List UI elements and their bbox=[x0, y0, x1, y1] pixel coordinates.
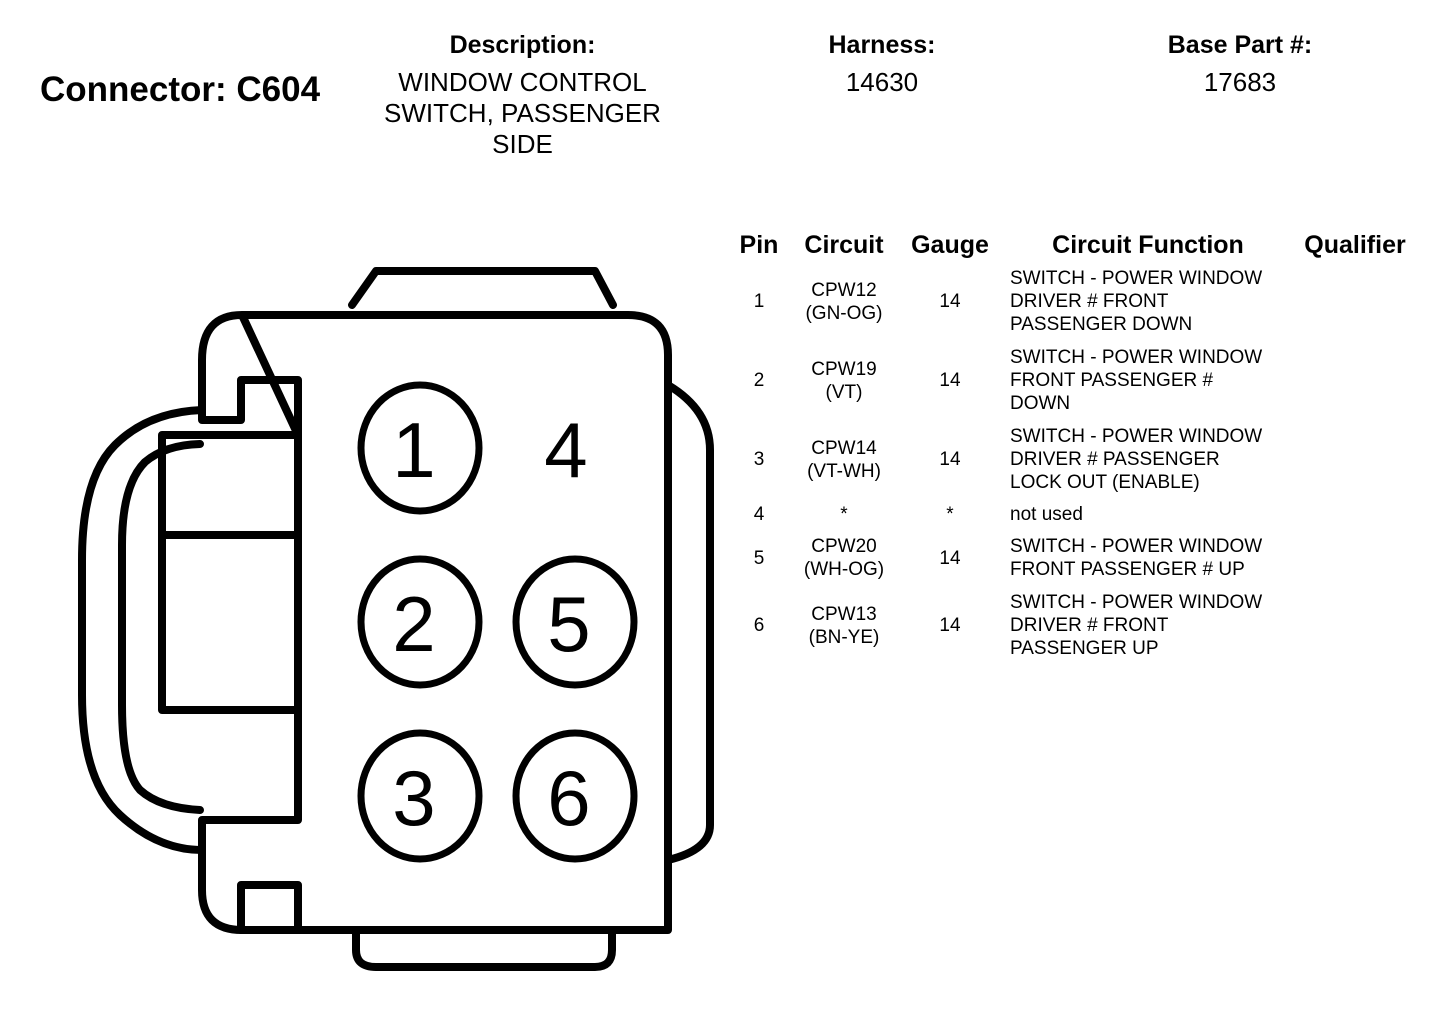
circuit-cell: CPW19(VT) bbox=[790, 341, 898, 420]
pin-number-3: 3 bbox=[392, 754, 435, 842]
function-cell: not used bbox=[1010, 504, 1083, 525]
gauge-cell: 14 bbox=[939, 291, 961, 312]
gauge-cell: 14 bbox=[939, 547, 961, 569]
function-cell: SWITCH - POWER WINDOW DRIVER # FRONT PAS… bbox=[1010, 592, 1263, 659]
gauge-cell: 14 bbox=[939, 449, 961, 470]
function-cell: SWITCH - POWER WINDOW FRONT PASSENGER # … bbox=[1010, 347, 1263, 414]
circuit-cell: * bbox=[790, 499, 898, 530]
table-row: 5 CPW20(WH-OG) 14 SWITCH - POWER WINDOW … bbox=[728, 530, 1416, 586]
bottom-latch-tab bbox=[352, 926, 616, 971]
header-circuit-function: Circuit Function bbox=[1052, 230, 1244, 259]
pin-cell: 4 bbox=[753, 504, 765, 525]
pin-number-1: 1 bbox=[392, 406, 435, 494]
table-row: 4 * * not used bbox=[728, 499, 1416, 530]
pin-cavity-1 bbox=[357, 381, 483, 515]
circuit-color: (BN-YE) bbox=[808, 626, 880, 648]
left-inner-hook bbox=[118, 440, 204, 814]
circuit-color: (WH-OG) bbox=[803, 559, 885, 580]
table-row: 6 CPW13(BN-YE) 14 SWITCH - POWER WINDOW … bbox=[728, 586, 1416, 665]
pin-number-4: 4 bbox=[544, 406, 587, 494]
pin-cell: 5 bbox=[753, 547, 765, 569]
qualifier-cell bbox=[1294, 586, 1416, 665]
qualifier-cell bbox=[1294, 499, 1416, 530]
connector-face-diagram: 1 2 3 4 5 6 bbox=[78, 267, 714, 971]
qualifier-cell bbox=[1294, 420, 1416, 499]
circuit-id: * bbox=[840, 504, 848, 525]
circuit-id: CPW20 bbox=[811, 536, 877, 557]
header-gauge: Gauge bbox=[911, 230, 989, 259]
pin-cavity-3 bbox=[357, 729, 483, 863]
pin-cavity-5 bbox=[512, 555, 638, 689]
qualifier-cell bbox=[1294, 530, 1416, 586]
base-part-label: Base Part #: bbox=[1167, 31, 1313, 59]
header-pin: Pin bbox=[739, 230, 779, 259]
description-line: WINDOW CONTROL bbox=[398, 67, 647, 97]
gauge-cell: 14 bbox=[939, 615, 961, 636]
description-label: Description: bbox=[449, 31, 596, 59]
pin-cell: 1 bbox=[753, 291, 765, 312]
table-row: 3 CPW14(VT-WH) 14 SWITCH - POWER WINDOW … bbox=[728, 420, 1416, 499]
circuit-cell: CPW14(VT-WH) bbox=[790, 420, 898, 499]
table-row: 2 CPW19(VT) 14 SWITCH - POWER WINDOW FRO… bbox=[728, 341, 1416, 420]
circuit-cell: CPW20(WH-OG) bbox=[790, 530, 898, 586]
description-block: Description: WINDOW CONTROL SWITCH, PASS… bbox=[345, 30, 700, 160]
qualifier-cell bbox=[1294, 341, 1416, 420]
connector-title: Connector: C604 bbox=[40, 70, 321, 109]
pin-cavity-6 bbox=[512, 729, 638, 863]
circuit-id: CPW13 bbox=[811, 603, 877, 625]
bottom-key-notch bbox=[237, 881, 302, 934]
pin-cavity-2 bbox=[357, 555, 483, 689]
gauge-cell: 14 bbox=[939, 370, 961, 391]
left-outer-hook bbox=[78, 406, 206, 854]
pin-table: Pin Circuit Gauge Circuit Function Quali… bbox=[728, 228, 1416, 665]
pin-cell: 3 bbox=[753, 449, 765, 470]
harness-label: Harness: bbox=[828, 31, 936, 59]
base-part-value: 17683 bbox=[1203, 67, 1277, 97]
qualifier-cell bbox=[1294, 262, 1416, 341]
table-header-row: Pin Circuit Gauge Circuit Function Quali… bbox=[728, 228, 1416, 262]
circuit-id: CPW19 bbox=[811, 358, 877, 380]
pin-number-2: 2 bbox=[392, 580, 435, 668]
pin-cell: 6 bbox=[753, 615, 765, 636]
table-row: 1 CPW12(GN-OG) 14 SWITCH - POWER WINDOW … bbox=[728, 262, 1416, 341]
top-latch-tab bbox=[348, 267, 617, 309]
header-qualifier: Qualifier bbox=[1304, 230, 1406, 259]
circuit-id: CPW14 bbox=[811, 437, 877, 459]
connector-body-outline bbox=[158, 311, 672, 934]
gauge-cell: * bbox=[946, 504, 954, 525]
circuit-cell: CPW13(BN-YE) bbox=[790, 586, 898, 665]
pin-cell: 2 bbox=[753, 370, 765, 391]
circuit-cell: CPW12(GN-OG) bbox=[790, 262, 898, 341]
description-line: SIDE bbox=[492, 129, 553, 159]
pin-number-6: 6 bbox=[547, 754, 590, 842]
function-cell: SWITCH - POWER WINDOW DRIVER # PASSENGER… bbox=[1010, 426, 1263, 493]
right-side-rail bbox=[664, 381, 714, 864]
description-value: WINDOW CONTROL SWITCH, PASSENGER SIDE bbox=[345, 67, 700, 160]
circuit-color: (GN-OG) bbox=[805, 302, 883, 324]
circuit-id: CPW12 bbox=[811, 279, 877, 301]
function-cell: SWITCH - POWER WINDOW DRIVER # FRONT PAS… bbox=[1010, 268, 1263, 335]
description-line: SWITCH, PASSENGER bbox=[384, 98, 661, 128]
pin-number-5: 5 bbox=[547, 580, 590, 668]
harness-value: 14630 bbox=[845, 67, 919, 97]
circuit-color: (VT) bbox=[825, 381, 863, 403]
circuit-color: (VT-WH) bbox=[807, 460, 881, 482]
harness-block: Harness: 14630 bbox=[782, 30, 982, 98]
header-circuit: Circuit bbox=[804, 230, 884, 259]
function-cell: SWITCH - POWER WINDOW FRONT PASSENGER # … bbox=[1010, 536, 1263, 580]
base-part-block: Base Part #: 17683 bbox=[1140, 30, 1340, 98]
